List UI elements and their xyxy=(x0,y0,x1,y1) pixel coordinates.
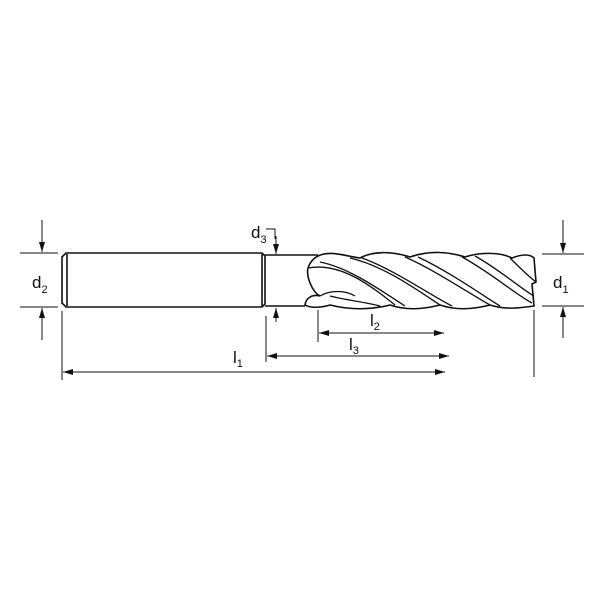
d1-label: d1 xyxy=(553,273,569,296)
dimension-arrows xyxy=(39,220,566,375)
d3-label: d3 xyxy=(251,223,267,246)
d2-label: d2 xyxy=(32,273,48,296)
l1-label: l1 xyxy=(233,348,243,370)
flute-outline xyxy=(304,251,537,310)
extension-lines xyxy=(20,228,584,380)
neck xyxy=(265,254,318,307)
l2-label: l2 xyxy=(370,311,380,333)
helix-flutes xyxy=(307,255,537,307)
shank xyxy=(61,252,266,308)
l3-label: l3 xyxy=(349,335,359,357)
